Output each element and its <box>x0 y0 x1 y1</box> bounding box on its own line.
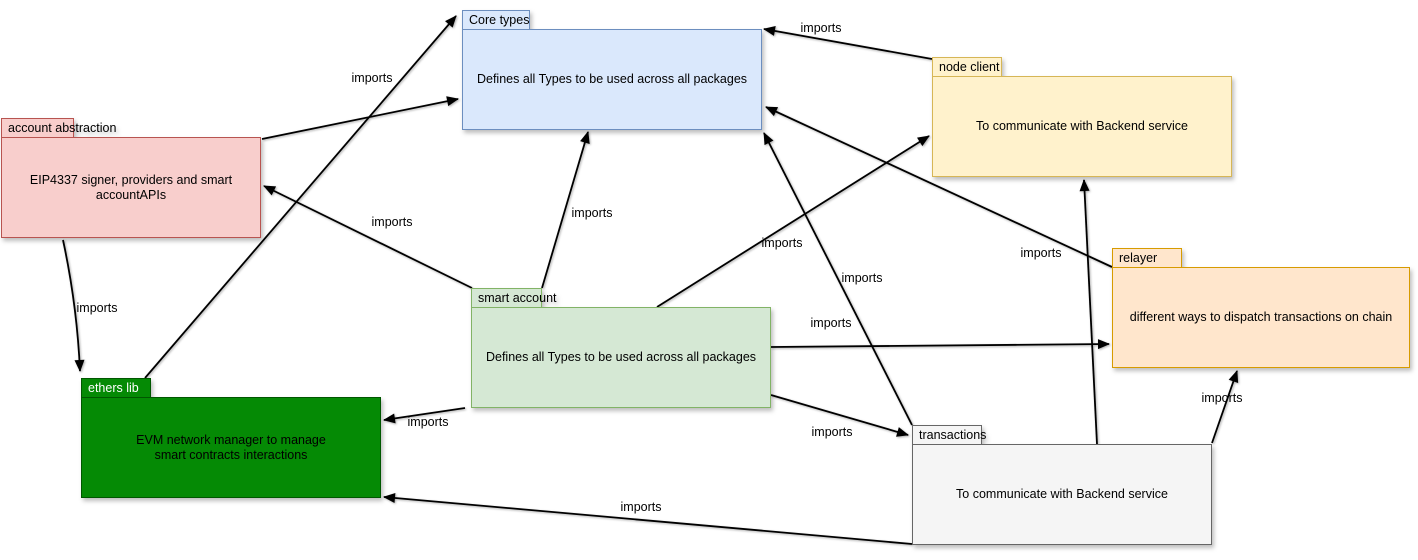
edge-label-account-abstraction-to-ethers-lib: imports <box>76 300 118 315</box>
edge-label-transactions-to-node-client: imports <box>1020 245 1062 260</box>
edge-label-smart-account-to-node-client: imports <box>761 235 803 250</box>
edge-smart-account-to-node-client[interactable] <box>656 135 930 308</box>
edge-label-transactions-to-core-types: imports <box>841 270 883 285</box>
package-node-client-tab: node client <box>932 57 1002 77</box>
edge-label-node-client-to-core-types: imports <box>800 20 842 35</box>
package-account-abstraction-tab-label: account abstraction <box>8 120 117 135</box>
package-smart-account-tab: smart account <box>471 288 557 308</box>
package-smart-account-description: Defines all Types to be used across all … <box>485 350 757 364</box>
package-relayer-description: different ways to dispatch transactions … <box>1129 310 1393 324</box>
edge-label-transactions-to-ethers-lib: imports <box>620 499 662 514</box>
package-ethers-lib-tab: ethers lib <box>81 378 151 398</box>
edge-smart-account-to-core-types[interactable] <box>541 131 590 289</box>
package-ethers-lib-description: EVM network manager to manage smart cont… <box>136 432 326 462</box>
edge-transactions-to-node-client[interactable] <box>1079 179 1098 445</box>
package-relayer-tab: relayer <box>1112 248 1182 268</box>
edge-relayer-to-core-types[interactable] <box>765 106 1113 268</box>
package-node-client-tab-label: node client <box>939 59 1000 74</box>
edge-label-smart-account-to-relayer: imports <box>810 315 852 330</box>
package-account-abstraction-description: EIP4337 signer, providers and smart acco… <box>29 172 233 202</box>
edge-label-account-abstraction-to-core-types: imports <box>351 70 393 85</box>
package-core-types-tab-label: Core types <box>469 12 530 27</box>
edge-label-smart-account-to-account-abstraction: imports <box>371 214 413 229</box>
package-transactions-body: To communicate with Backend service <box>912 444 1212 545</box>
edge-label-smart-account-to-transactions: imports <box>811 424 853 439</box>
edge-label-smart-account-to-ethers-lib: imports <box>407 414 449 429</box>
package-core-types-description: Defines all Types to be used across all … <box>476 72 748 86</box>
edge-smart-account-to-ethers-lib[interactable] <box>383 407 466 424</box>
package-relayer[interactable]: relayer different ways to dispatch transa… <box>1112 248 1410 368</box>
edge-label-smart-account-to-core-types: imports <box>571 205 613 220</box>
package-transactions-tab-label: transactions <box>919 427 987 442</box>
package-relayer-body: different ways to dispatch transactions … <box>1112 267 1410 368</box>
package-ethers-lib-body: EVM network manager to manage smart cont… <box>81 397 381 498</box>
edge-transactions-to-ethers-lib[interactable] <box>383 492 913 545</box>
package-transactions-tab: transactions <box>912 425 986 445</box>
edge-node-client-to-core-types[interactable] <box>763 26 933 60</box>
package-core-types-body: Defines all Types to be used across all … <box>462 29 762 130</box>
edge-smart-account-to-transactions[interactable] <box>770 394 909 437</box>
package-smart-account-body: Defines all Types to be used across all … <box>471 307 771 408</box>
package-transactions-description: To communicate with Backend service <box>956 487 1168 501</box>
package-core-types-tab: Core types <box>462 10 530 30</box>
edge-transactions-to-relayer[interactable] <box>1211 370 1239 444</box>
edge-account-abstraction-to-core-types[interactable] <box>261 96 459 140</box>
edge-smart-account-to-relayer[interactable] <box>770 339 1110 350</box>
edge-label-transactions-to-relayer: imports <box>1201 390 1243 405</box>
package-relayer-tab-label: relayer <box>1119 250 1158 265</box>
package-node-client[interactable]: node client To communicate with Backend s… <box>932 57 1232 177</box>
package-smart-account-tab-label: smart account <box>478 290 557 305</box>
package-node-client-body: To communicate with Backend service <box>932 76 1232 177</box>
package-node-client-description: To communicate with Backend service <box>976 119 1188 133</box>
package-account-abstraction-body: EIP4337 signer, providers and smart acco… <box>1 137 261 238</box>
edge-smart-account-to-account-abstraction[interactable] <box>263 185 473 289</box>
edge-account-abstraction-to-ethers-lib[interactable] <box>62 239 85 372</box>
edge-transactions-to-core-types[interactable] <box>763 132 913 426</box>
edge-ethers-lib-to-core-types[interactable] <box>144 15 457 379</box>
package-account-abstraction-tab: account abstraction <box>1 118 116 138</box>
package-ethers-lib-tab-label: ethers lib <box>88 380 139 395</box>
package-transactions[interactable]: transactions To communicate with Backend … <box>912 425 1212 545</box>
